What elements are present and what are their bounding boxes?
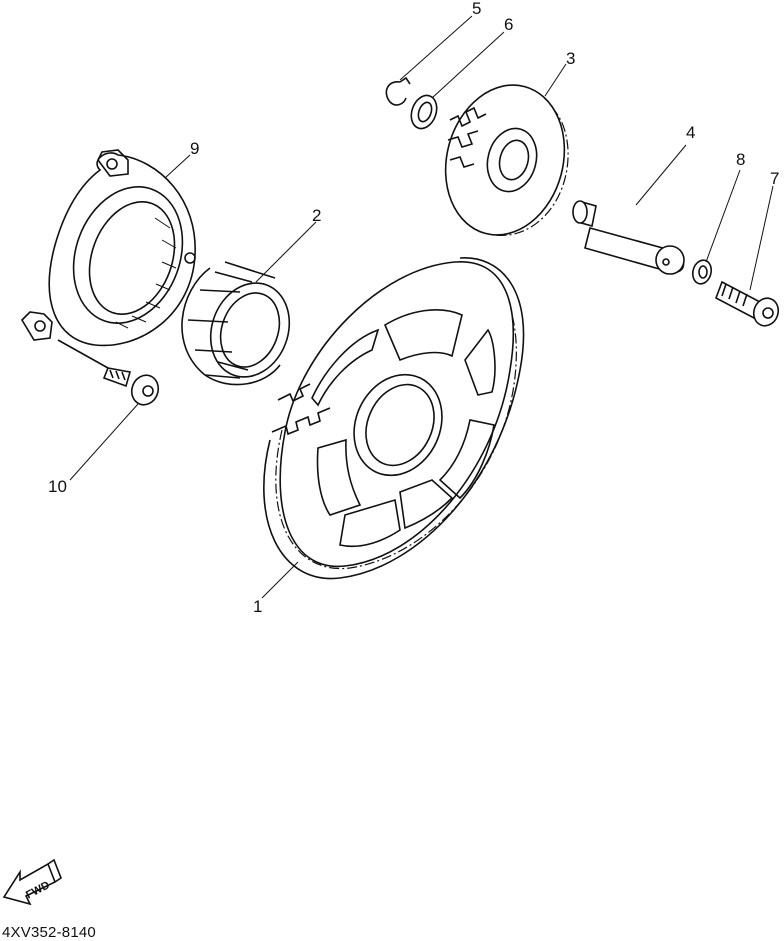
callout-8: 8 <box>736 150 746 169</box>
callout-2: 2 <box>312 206 322 225</box>
part-6-washer <box>410 94 438 130</box>
callout-10: 10 <box>48 477 67 496</box>
part-9-clutch-housing <box>20 149 196 347</box>
leader-lines <box>69 15 774 599</box>
callout-6: 6 <box>504 15 514 34</box>
callout-5: 5 <box>472 0 482 18</box>
fwd-direction-arrow: FWD <box>2 858 62 906</box>
callout-9: 9 <box>190 139 200 158</box>
part-1-starter-wheel-gear <box>263 257 525 580</box>
callout-4: 4 <box>686 123 696 142</box>
part-5-circlip <box>385 76 411 106</box>
part-10-bolt <box>57 339 160 406</box>
drawing-code: 4XV352-8140 <box>2 924 96 941</box>
callout-3: 3 <box>566 49 576 68</box>
callout-7: 7 <box>770 169 780 188</box>
part-8-washer <box>691 259 713 285</box>
part-3-idle-gear <box>444 84 569 236</box>
callout-1: 1 <box>253 597 263 616</box>
part-7-bolt <box>715 280 780 327</box>
part-4-shaft <box>572 200 685 275</box>
part-2-bearing-cage <box>181 261 291 386</box>
